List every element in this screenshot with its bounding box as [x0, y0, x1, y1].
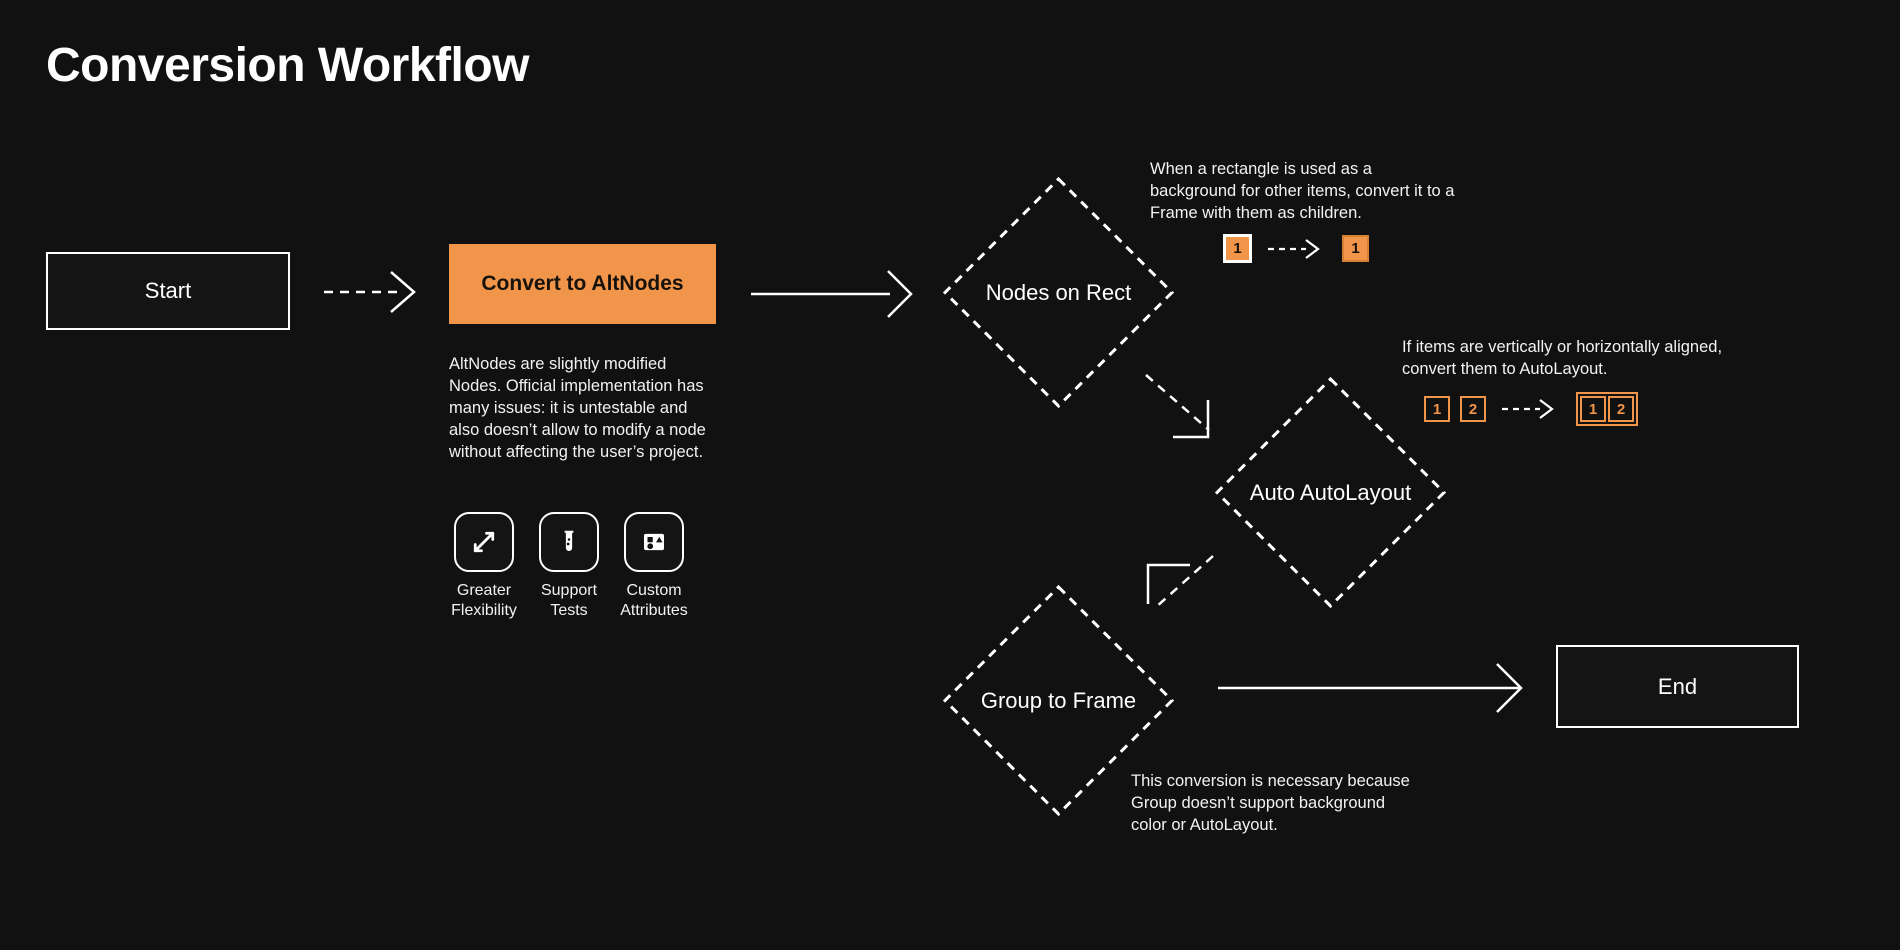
- badge-after-1: 1: [1342, 235, 1369, 262]
- mini-arrow-dashed: [1268, 238, 1326, 260]
- node-convert-to-altnodes[interactable]: Convert to AltNodes: [449, 244, 716, 324]
- node-nodes-on-rect[interactable]: Nodes on Rect: [941, 175, 1176, 410]
- badge-after-2: 2: [1608, 396, 1634, 422]
- diamond-outline: [942, 584, 1175, 817]
- badge-after-1: 1: [1580, 396, 1606, 422]
- feature-support-tests[interactable]: Support Tests: [537, 512, 601, 621]
- page-title: Conversion Workflow: [46, 39, 530, 92]
- feature-label: Greater Flexibility: [451, 582, 517, 619]
- note-group-to-frame: This conversion is necessary because Gro…: [1131, 772, 1410, 834]
- note-nodes-on-rect: When a rectangle is used as a background…: [1150, 160, 1455, 222]
- node-end-label: End: [1657, 673, 1698, 699]
- node-auto-autolayout[interactable]: Auto AutoLayout: [1213, 375, 1448, 610]
- note-auto-autolayout: If items are vertically or horizontally …: [1402, 338, 1723, 378]
- badge-diagram-nodes-on-rect: 1 1: [1223, 234, 1369, 263]
- connector-start-to-convert: [324, 271, 416, 313]
- diamond-outline: [942, 176, 1175, 409]
- node-start-label: Start: [144, 278, 192, 303]
- feature-greater-flexibility[interactable]: Greater Flexibility: [451, 512, 517, 621]
- badge-diagram-auto-autolayout: 1 2 1 2: [1424, 392, 1638, 426]
- test-tube-icon: [539, 512, 599, 572]
- node-group-to-frame-label: Group to Frame: [980, 687, 1137, 713]
- feature-custom-attributes[interactable]: Custom Attributes: [620, 512, 688, 621]
- node-auto-autolayout-label: Auto AutoLayout: [1249, 479, 1412, 505]
- feature-list: Greater Flexibility Support Tests: [451, 512, 688, 621]
- node-nodes-on-rect-label: Nodes on Rect: [985, 279, 1132, 305]
- expand-arrows-icon: [454, 512, 514, 572]
- node-convert-label: Convert to AltNodes: [481, 272, 684, 295]
- note-altnodes: AltNodes are slightly modified Nodes. Of…: [449, 355, 706, 461]
- node-group-to-frame[interactable]: Group to Frame: [941, 583, 1176, 818]
- diamond-outline: [1214, 376, 1447, 609]
- node-end[interactable]: End: [1556, 645, 1799, 728]
- node-start[interactable]: Start: [46, 252, 290, 330]
- connector-grouptoframe-to-end: [1218, 663, 1523, 713]
- badge-before-1: 1: [1424, 396, 1450, 422]
- badge-group-autolayout: 1 2: [1576, 392, 1638, 426]
- shapes-icon: [624, 512, 684, 572]
- badge-before-1: 1: [1223, 234, 1252, 263]
- badge-before-2: 2: [1460, 396, 1486, 422]
- connector-convert-to-nodesonrect: [751, 270, 913, 318]
- feature-label: Custom Attributes: [620, 582, 688, 619]
- mini-arrow-dashed: [1502, 398, 1560, 420]
- feature-label: Support Tests: [540, 582, 598, 619]
